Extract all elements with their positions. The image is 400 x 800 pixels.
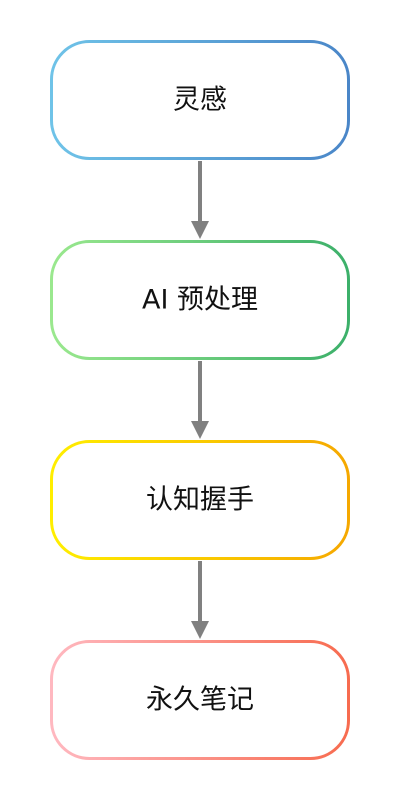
arrow-head [191,221,209,239]
flow-node-box [50,240,350,360]
flow-node-label: 永久笔记 [146,685,254,716]
flow-arrow-2 [191,361,209,439]
flow-node-box [50,640,350,760]
flow-node-box [50,440,350,560]
arrow-head [191,621,209,639]
flow-arrow-1 [191,161,209,239]
flow-node-1: 灵感 [50,40,350,160]
flow-node-label: 认知握手 [146,485,254,516]
edges [191,161,209,639]
flow-node-4: 永久笔记 [50,640,350,760]
flow-node-3: 认知握手 [50,440,350,560]
flow-node-box [50,40,350,160]
flow-node-label: AI 预处理 [142,285,258,316]
flow-node-2: AI 预处理 [50,240,350,360]
flow-node-label: 灵感 [173,85,227,116]
flow-arrow-3 [191,561,209,639]
arrow-head [191,421,209,439]
